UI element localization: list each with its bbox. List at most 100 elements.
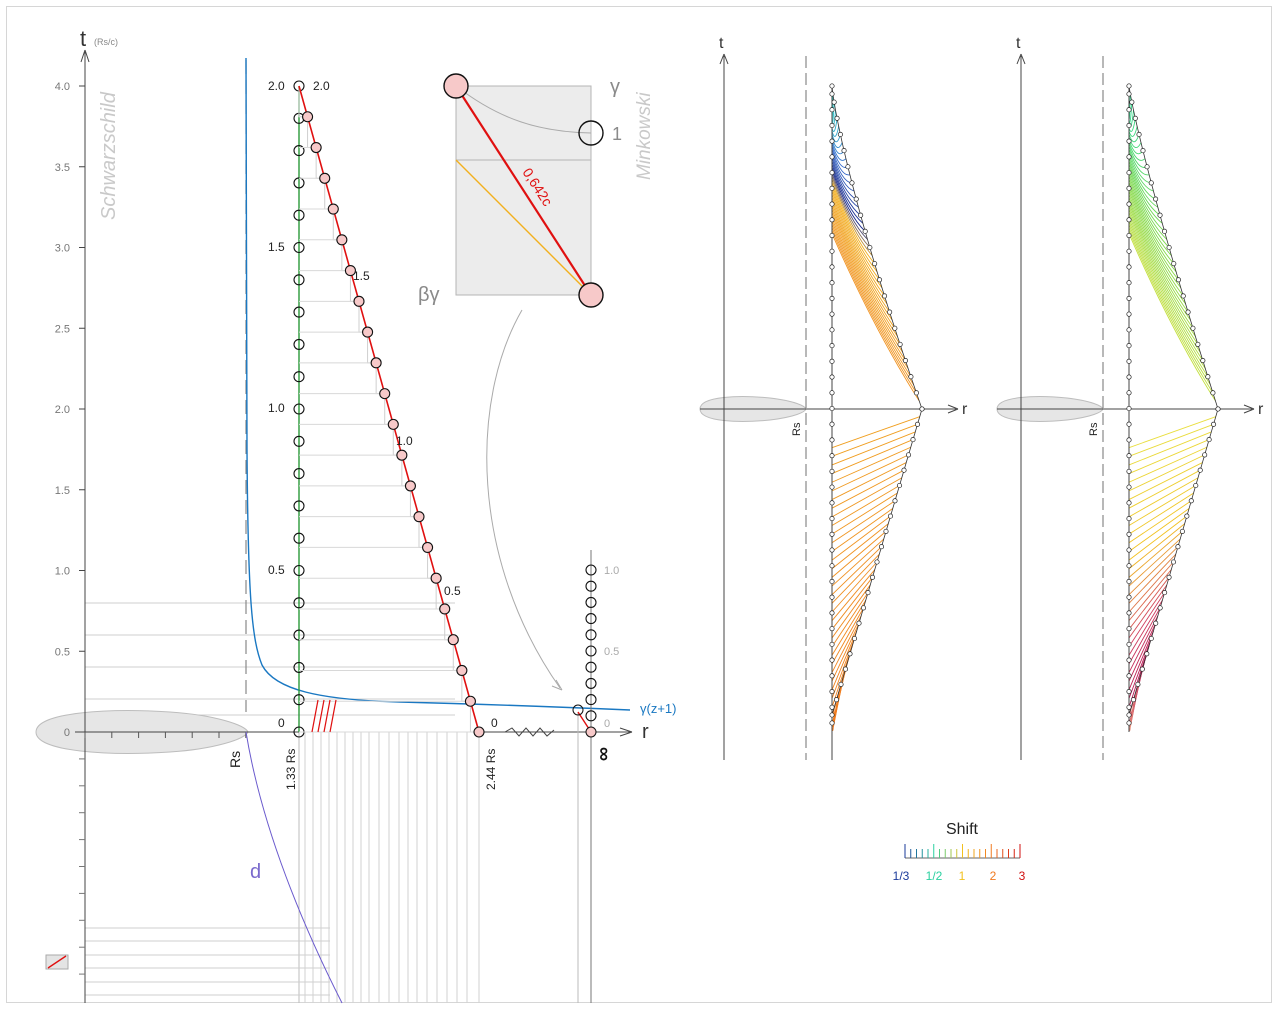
inset-orange-line bbox=[455, 159, 592, 296]
panel-edge-dot bbox=[1144, 651, 1150, 657]
panel-edge-dot bbox=[1175, 277, 1182, 283]
geodesic-line bbox=[1128, 170, 1165, 232]
geodesic-line bbox=[831, 161, 859, 208]
geodesic-line bbox=[1128, 546, 1179, 596]
panel-edge-dot bbox=[829, 712, 835, 718]
gamma-curve bbox=[245, 57, 631, 711]
panel-edge-dot bbox=[1153, 196, 1159, 202]
d-curve bbox=[245, 731, 343, 1004]
geodesic-line bbox=[1128, 143, 1146, 161]
panel-left-dots bbox=[829, 83, 925, 726]
geodesic-line bbox=[1128, 179, 1172, 256]
geodesic-line bbox=[831, 197, 888, 305]
panel-worldline-dot bbox=[1126, 138, 1132, 144]
panel-right-dots bbox=[1126, 83, 1221, 726]
red-dot bbox=[336, 234, 348, 246]
main-grid bbox=[85, 602, 480, 1003]
panel-worldline-dot bbox=[1126, 484, 1132, 490]
panel-worldline-dot bbox=[1126, 547, 1132, 553]
geodesic-line bbox=[831, 469, 905, 509]
geodesic-line bbox=[831, 462, 907, 500]
t-tick-label: 4.0 bbox=[55, 81, 70, 93]
geodesic-line bbox=[831, 577, 873, 630]
geodesic-line bbox=[831, 224, 912, 377]
red-dot bbox=[310, 141, 322, 154]
panel-worldline-dot bbox=[829, 437, 835, 443]
panel-edge-dot bbox=[908, 374, 914, 380]
geodesic-line bbox=[1128, 615, 1159, 673]
far-dot bbox=[585, 645, 597, 657]
panel-worldline-dot bbox=[829, 531, 835, 537]
green-dot bbox=[293, 597, 305, 609]
red-label-1: 1.0 bbox=[396, 434, 413, 448]
panel-worldline-dot bbox=[1126, 154, 1132, 160]
small-legend-red-line bbox=[47, 955, 67, 969]
panel-worldline-dot bbox=[829, 720, 835, 726]
panel-worldline-dot bbox=[1126, 610, 1132, 616]
panel-upper-edge bbox=[831, 85, 923, 410]
red-dot bbox=[456, 664, 468, 677]
rs-label: Rs bbox=[227, 751, 243, 768]
geodesic-line bbox=[831, 592, 869, 647]
legend-label-one: 1 bbox=[959, 869, 966, 883]
red-dot bbox=[447, 634, 459, 646]
panel-edge-dot bbox=[1148, 635, 1154, 642]
panel-worldline-dot bbox=[1126, 594, 1132, 600]
panel-worldline-dot bbox=[1126, 327, 1132, 333]
red-dot bbox=[379, 388, 391, 400]
t-tick-label: 0 bbox=[64, 727, 70, 739]
t-axis-ticks: 4.03.53.02.52.01.51.00.50 bbox=[55, 81, 85, 975]
panel-worldline-dot bbox=[1126, 516, 1132, 522]
panel-worldline-dot bbox=[829, 484, 835, 490]
panel-edge-dot bbox=[892, 325, 898, 331]
far-dot bbox=[585, 629, 597, 641]
geodesic-line bbox=[831, 215, 904, 353]
geodesic-line bbox=[831, 188, 880, 281]
panel-edge-dot bbox=[897, 341, 903, 347]
panel-edge-dot bbox=[1202, 452, 1208, 458]
far-dot bbox=[585, 564, 597, 576]
panel-edge-dot bbox=[872, 261, 878, 267]
panel-edge-dot bbox=[1170, 559, 1177, 565]
geodesic-line bbox=[831, 143, 847, 161]
panel-edge-dot bbox=[901, 467, 907, 473]
panel-worldline-dot bbox=[829, 122, 835, 129]
inset-connector bbox=[486, 309, 561, 689]
panel-edge-dot bbox=[851, 635, 858, 642]
panel-worldline-dot bbox=[829, 91, 835, 97]
geodesic-line bbox=[1128, 182, 1175, 264]
geodesic-line bbox=[1128, 431, 1212, 466]
panel-edge-dot bbox=[1215, 406, 1221, 412]
geodesic-line bbox=[831, 126, 840, 137]
red-dot bbox=[370, 357, 382, 369]
green-dot bbox=[293, 145, 305, 157]
geodesic-line bbox=[1128, 164, 1161, 216]
panel-worldline-dot bbox=[829, 626, 835, 632]
red-dot bbox=[327, 203, 339, 215]
green-dot bbox=[293, 468, 305, 480]
geodesic-line bbox=[831, 155, 855, 192]
geodesic-line bbox=[831, 508, 894, 552]
gamma-label: γ bbox=[610, 76, 620, 98]
red-dot bbox=[353, 295, 365, 307]
geodesic-line bbox=[1128, 209, 1196, 337]
panel-worldline-dot bbox=[1126, 122, 1132, 129]
panel-edge-dot bbox=[858, 212, 864, 218]
panel-edge-dot bbox=[1179, 528, 1185, 534]
main-plot: 4.03.53.02.52.01.51.00.50 t (Rs/c) r Sch… bbox=[35, 26, 676, 1004]
geodesic-line bbox=[1128, 155, 1154, 192]
panel-worldline-dot bbox=[829, 657, 835, 663]
panel-edge-dot bbox=[1175, 544, 1181, 550]
geodesic-line bbox=[831, 221, 909, 369]
geodesic-line bbox=[1128, 191, 1182, 289]
panel-left-r-label: r bbox=[962, 401, 968, 418]
panel-worldline-dot bbox=[1126, 563, 1132, 569]
geodesic-line bbox=[1128, 197, 1187, 305]
geodesic-line bbox=[1128, 569, 1172, 621]
panel-left-r-arrow-icon bbox=[947, 404, 959, 414]
geodesic-line bbox=[831, 194, 885, 297]
panel-edge-dot bbox=[1157, 212, 1163, 218]
shift-legend: Shift 1/3 1/2 1 2 3 bbox=[893, 821, 1026, 883]
t-tick-label: 3.5 bbox=[55, 162, 70, 174]
far-blue-dot bbox=[572, 704, 584, 716]
